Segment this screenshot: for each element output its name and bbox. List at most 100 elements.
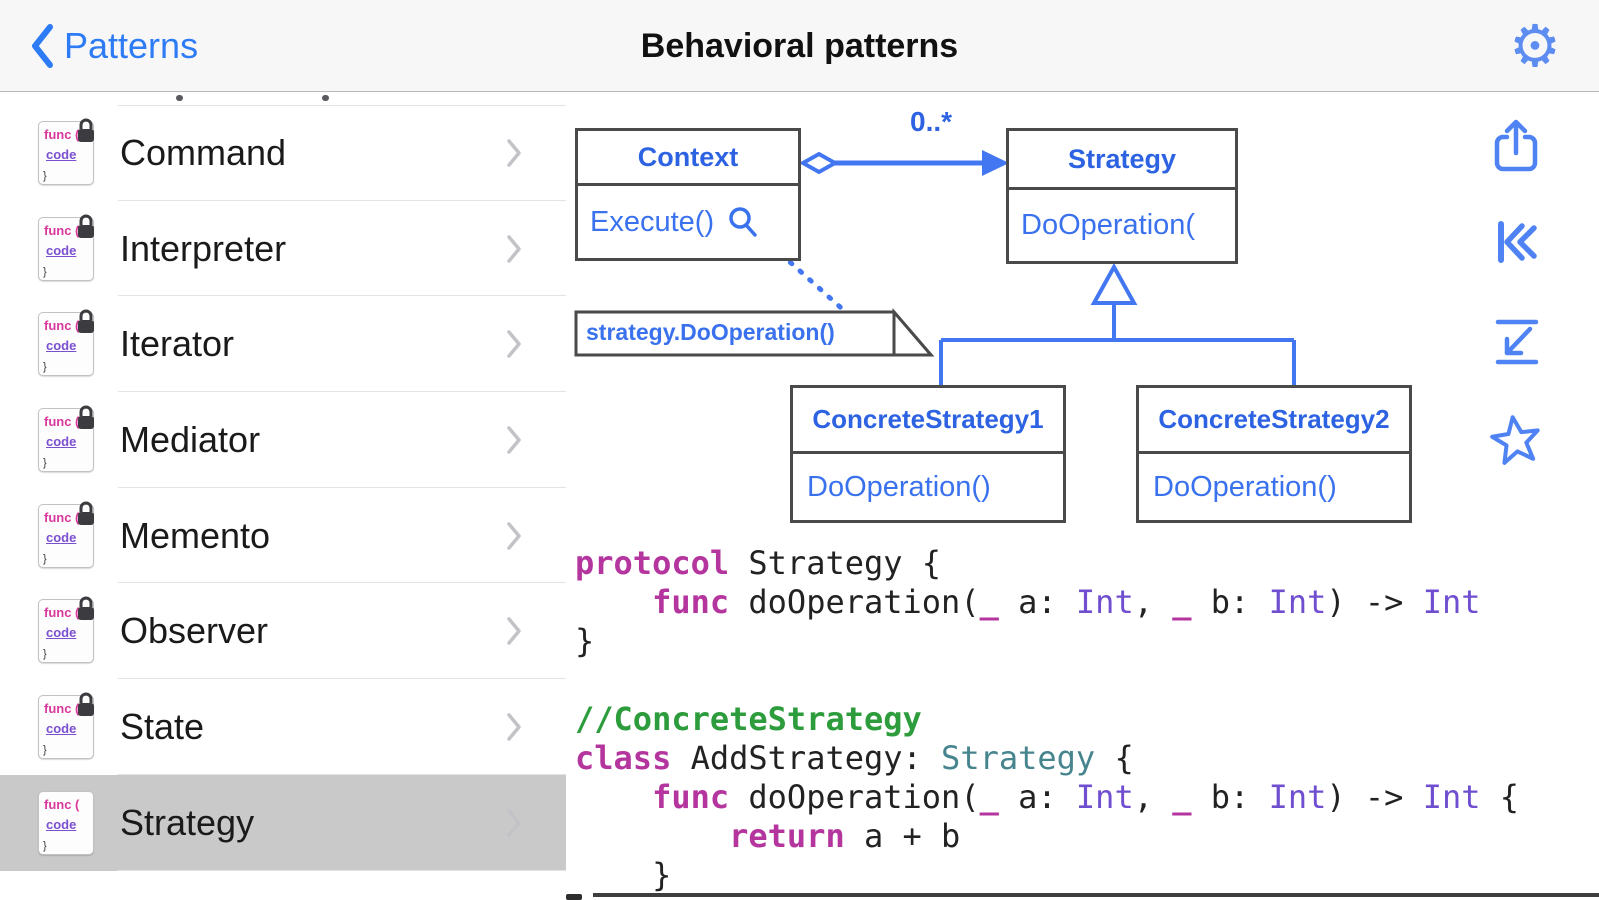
code-document-icon: func ( code } [38, 309, 94, 377]
icon-text-code: code [46, 242, 77, 258]
nav-bar: Patterns Behavioral patterns ⚙ [0, 0, 1599, 92]
page-title: Behavioral patterns [640, 26, 959, 65]
lock-icon [78, 501, 94, 525]
clipped-code-glyph [566, 894, 582, 900]
pattern-list-sidebar[interactable]: func ( code } Command func ( code } [0, 92, 566, 900]
class-member: DoOperation() [807, 470, 991, 503]
list-item-label: Mediator [120, 418, 261, 460]
magnifier-icon [729, 207, 757, 237]
class-member: DoOperation() [1153, 470, 1337, 503]
class-member: DoOperation( [1021, 209, 1196, 241]
icon-text-func: func ( [44, 222, 80, 238]
lock-icon [78, 596, 94, 621]
uml-connectors [574, 150, 1296, 385]
collapse-arrow-icon [1495, 319, 1539, 365]
list-item-label: Interpreter [120, 227, 287, 269]
chevron-right-icon [507, 521, 521, 550]
list-item-mediator[interactable]: func ( code } Mediator [0, 392, 566, 488]
code-document-icon: func ( code } [38, 790, 94, 855]
list-item-observer[interactable]: func ( code } Observer [0, 583, 566, 679]
list-item-command[interactable]: func ( code } Command [0, 105, 566, 201]
list-item-interpreter[interactable]: func ( code } Interpreter [0, 201, 566, 297]
lock-icon [78, 405, 94, 429]
aggregation-diamond [798, 151, 840, 175]
icon-text-func: func ( [44, 318, 80, 334]
class-name: ConcreteStrategy1 [793, 388, 1063, 454]
icon-text-func: func ( [44, 700, 80, 716]
code-document-icon: func ( code } [38, 501, 94, 568]
lock-icon [78, 692, 94, 716]
chevron-right-icon [507, 139, 521, 167]
list-item-strategy[interactable]: func ( code } Strategy [0, 774, 566, 871]
icon-text-func: func ( [44, 413, 80, 429]
list-item-label: Observer [120, 610, 269, 652]
icon-text-brace: } [43, 169, 47, 182]
icon-text-brace: } [43, 361, 47, 374]
pattern-detail-pane[interactable]: Context Execute() Strategy DoOperation( … [566, 92, 1599, 900]
list-item-iterator[interactable]: func ( code } Iterator [0, 296, 566, 392]
pattern-list: func ( code } Command func ( code } [0, 105, 566, 871]
chevron-right-icon [507, 234, 521, 263]
arrowhead [982, 150, 1009, 176]
share-icon [1494, 119, 1538, 172]
back-chevron-icon [32, 24, 53, 68]
settings-button[interactable]: ⚙ [1509, 0, 1561, 92]
favorite-button[interactable] [1488, 412, 1544, 468]
content-divider [593, 893, 1599, 897]
icon-text-brace: } [43, 648, 47, 661]
list-item-label: State [120, 705, 205, 747]
skip-to-start-icon [1498, 221, 1537, 263]
code-document-icon: func ( code } [38, 214, 94, 281]
lock-icon [78, 309, 94, 334]
clipped-row-remnant [322, 95, 329, 101]
skip-to-start-button[interactable] [1488, 214, 1544, 270]
icon-text-code: code [46, 338, 77, 354]
list-item-label: Iterator [120, 323, 235, 365]
chevron-right-icon [507, 713, 521, 741]
class-member: Execute() [590, 205, 715, 238]
icon-text-code: code [46, 433, 77, 449]
list-item-memento[interactable]: func ( code } Memento [0, 488, 566, 584]
multiplicity-label: 0..* [910, 106, 953, 137]
class-name: ConcreteStrategy2 [1139, 388, 1409, 454]
gear-icon: ⚙ [1509, 12, 1561, 80]
note-text: strategy.DoOperation() [586, 319, 835, 345]
swift-code-sample: protocol Strategy { func doOperation(_ a… [575, 544, 1520, 894]
star-icon [1490, 415, 1540, 465]
icon-text-func: func ( [44, 605, 80, 621]
back-button[interactable]: Patterns [30, 0, 198, 92]
code-document-icon: func ( code } [38, 405, 94, 472]
icon-text-func: func ( [44, 796, 80, 812]
chevron-right-icon [507, 330, 521, 358]
lock-icon [78, 118, 94, 142]
icon-text-code: code [46, 529, 77, 545]
code-document-icon: func ( code } [38, 118, 94, 185]
back-button-label: Patterns [64, 25, 199, 66]
icon-text-code: code [46, 146, 77, 162]
icon-text-brace: } [43, 839, 47, 852]
chevron-right-icon [507, 617, 521, 646]
icon-text-brace: } [43, 743, 47, 756]
chevron-right-icon [507, 808, 521, 837]
list-item-state[interactable]: func ( code } State [0, 679, 566, 775]
uml-class-strategy: Strategy DoOperation( [1006, 128, 1238, 264]
inheritance-triangle [1090, 262, 1138, 305]
uml-class-context: Context Execute() [575, 128, 801, 261]
code-document-icon: func ( code } [38, 692, 94, 759]
class-name: Context [578, 131, 798, 186]
icon-text-brace: } [43, 265, 47, 278]
icon-text-brace: } [43, 552, 47, 565]
uml-class-concrete-strategy-2: ConcreteStrategy2 DoOperation() [1136, 385, 1412, 523]
collapse-button[interactable] [1488, 314, 1544, 370]
icon-text-code: code [46, 625, 77, 641]
lock-icon [78, 214, 94, 238]
icon-text-func: func ( [44, 509, 80, 525]
list-item-label: Memento [120, 514, 271, 556]
list-item-label: Strategy [120, 801, 255, 843]
share-button[interactable] [1488, 118, 1544, 174]
code-document-icon: func ( code } [38, 596, 94, 664]
class-name: Strategy [1009, 131, 1235, 190]
icon-text-code: code [46, 816, 77, 832]
icon-text-func: func ( [44, 126, 80, 142]
note-fold-corner [892, 307, 935, 357]
